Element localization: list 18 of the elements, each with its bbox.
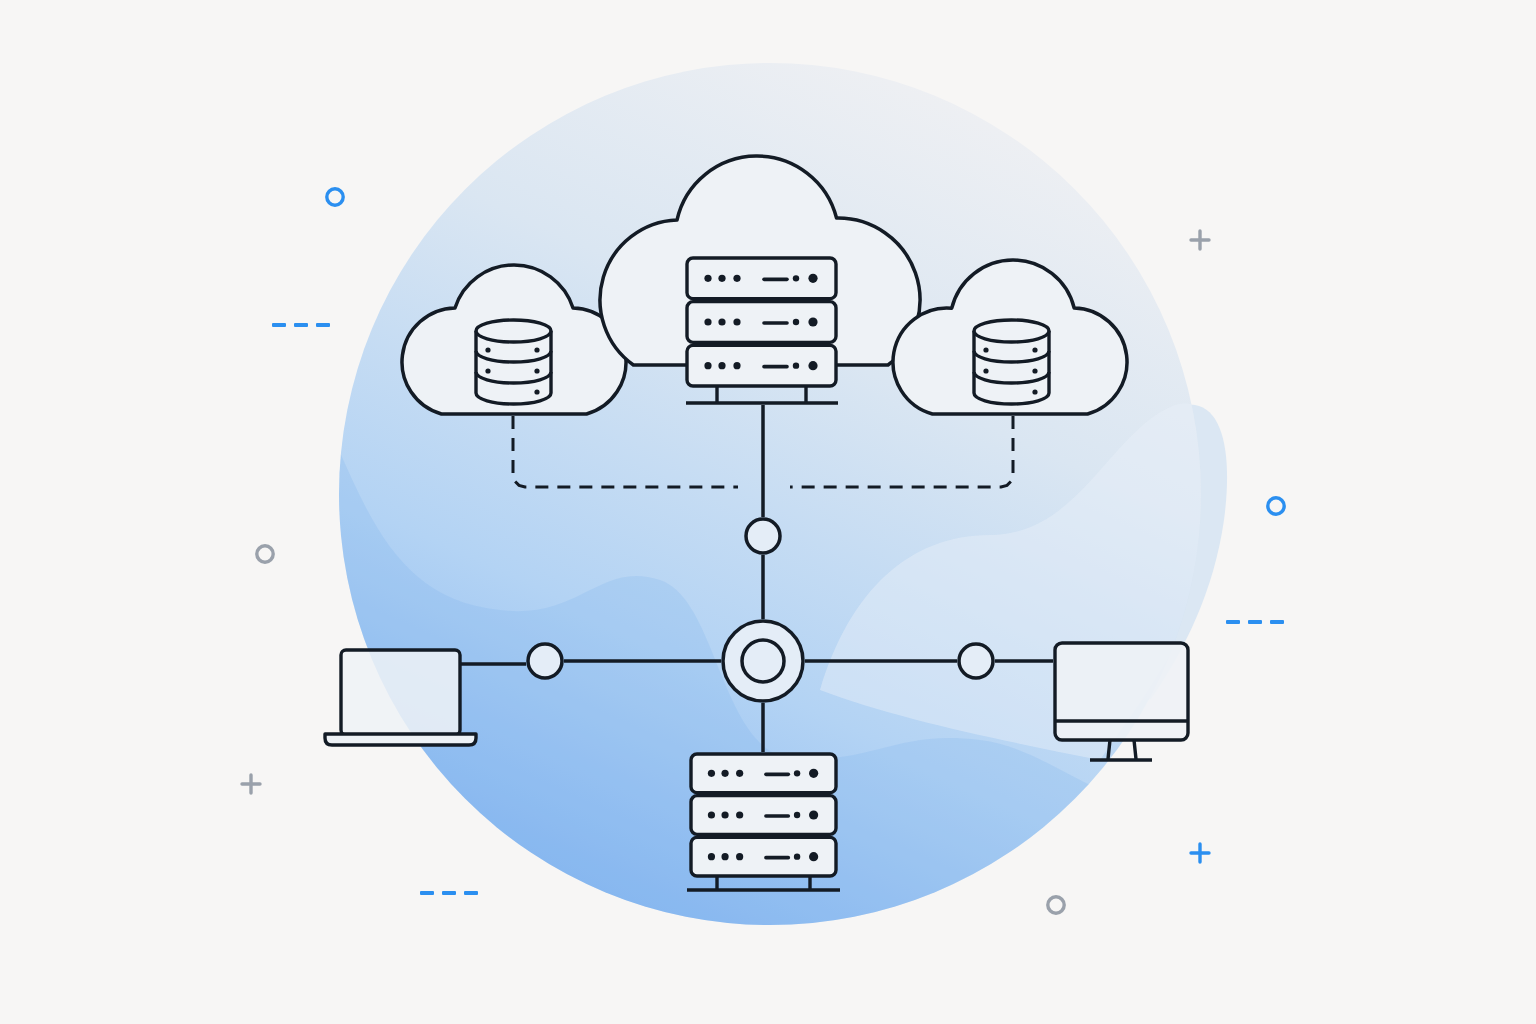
database-icon <box>971 316 1052 408</box>
laptop-icon <box>323 648 478 748</box>
connector-line <box>564 659 721 663</box>
connector-line <box>761 555 765 619</box>
connector-line <box>995 659 1053 663</box>
server-rack-icon <box>686 752 842 892</box>
monitor-icon <box>1053 641 1190 763</box>
database-icon <box>473 316 554 408</box>
connector-line <box>761 703 765 752</box>
cloud <box>400 263 628 416</box>
server-rack-icon <box>685 256 838 405</box>
connector-line <box>460 662 526 666</box>
connector-line <box>805 659 957 663</box>
dashed-connector <box>511 416 738 489</box>
dashed-connector <box>790 416 1015 489</box>
hub-circle <box>721 619 805 703</box>
connector-line <box>761 405 765 517</box>
cloud <box>891 258 1129 416</box>
